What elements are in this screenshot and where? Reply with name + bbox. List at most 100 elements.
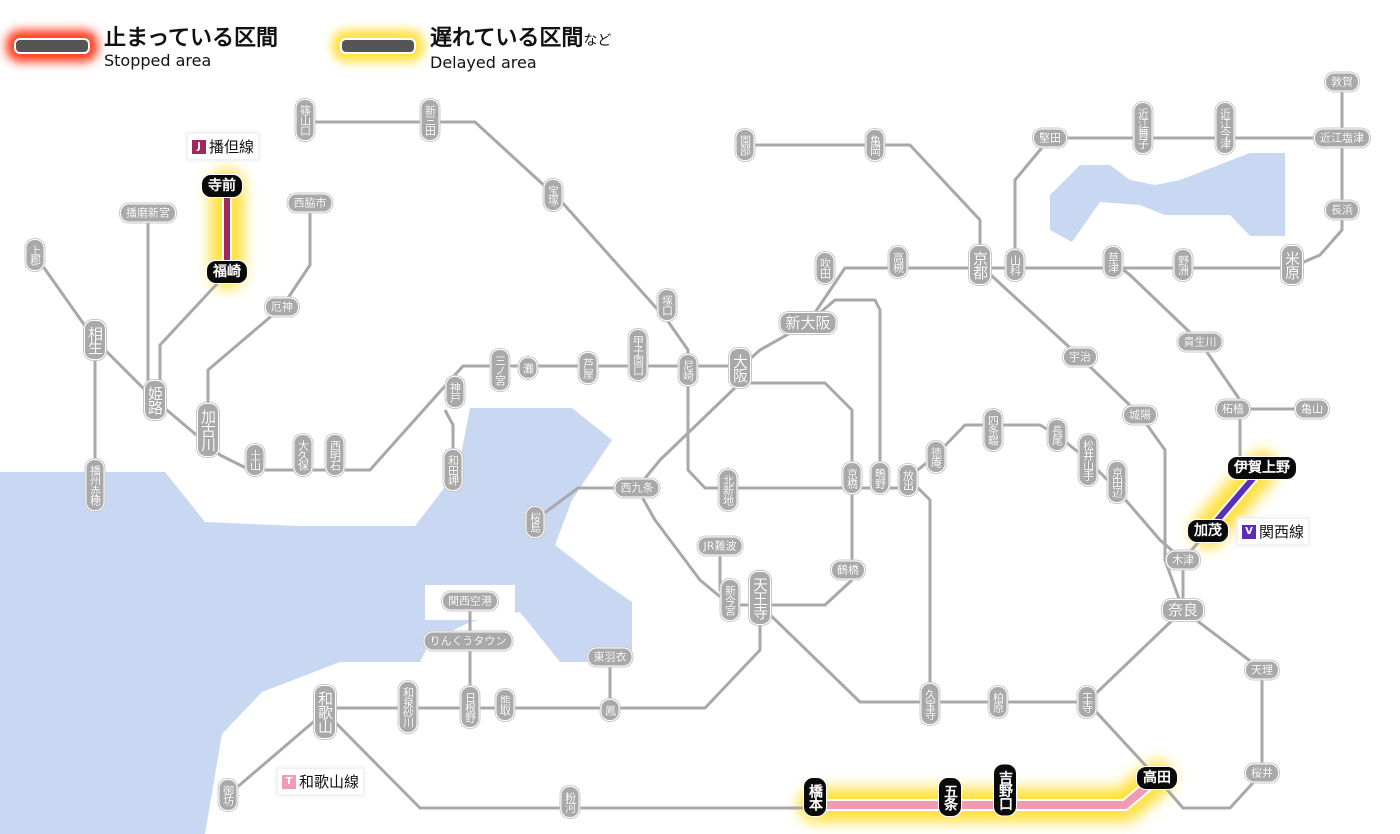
line-tag-bantan[interactable]: J 播但線 <box>188 134 259 159</box>
station-kashiwara[interactable]: 柏原 <box>988 686 1008 718</box>
station-omishiotsu[interactable]: 近江塩津 <box>1314 128 1370 148</box>
station-harimashingu[interactable]: 播磨新宮 <box>120 203 176 223</box>
station-otori[interactable]: 鳳 <box>600 699 620 721</box>
station-yoshinoguchi[interactable]: 吉野口 <box>993 763 1017 817</box>
station-takarazuka[interactable]: 宝塚 <box>543 179 563 211</box>
station-kizu[interactable]: 木津 <box>1166 550 1200 570</box>
station-kameoka[interactable]: 亀岡 <box>865 129 885 161</box>
station-katata[interactable]: 堅田 <box>1033 128 1067 148</box>
station-tsuge[interactable]: 柘植 <box>1216 399 1250 419</box>
station-gojo[interactable]: 五条 <box>938 777 962 817</box>
station-wadamisaki[interactable]: 和田岬 <box>443 449 463 491</box>
station-shigino[interactable]: 鴫野 <box>870 462 890 494</box>
station-yasu[interactable]: 野洲 <box>1173 249 1193 281</box>
station-uji[interactable]: 宇治 <box>1063 347 1097 367</box>
station-jrnamba[interactable]: JR難波 <box>697 536 743 556</box>
station-tokuan[interactable]: 徳庵 <box>926 441 946 473</box>
line-name: 和歌山線 <box>299 773 360 791</box>
station-sonobe[interactable]: 園部 <box>735 129 755 161</box>
station-nara[interactable]: 奈良 <box>1161 599 1205 621</box>
station-sasayamaguchi[interactable]: 篠山口 <box>295 99 315 141</box>
station-kyobashi[interactable]: 京橋 <box>842 462 862 494</box>
station-shijonawate[interactable]: 四条畷 <box>983 409 1003 451</box>
station-izumisunagawa[interactable]: 和泉砂川 <box>398 681 418 733</box>
station-kibukawa[interactable]: 貴生川 <box>1177 332 1223 352</box>
station-aioi[interactable]: 相生 <box>84 320 106 360</box>
station-banshuako[interactable]: 播州赤穂 <box>85 459 105 511</box>
station-nagahama[interactable]: 長浜 <box>1325 200 1359 220</box>
station-sakurai[interactable]: 桜井 <box>1245 763 1279 783</box>
line-badge: J <box>192 139 206 154</box>
station-joyo[interactable]: 城陽 <box>1123 405 1157 425</box>
station-nagao[interactable]: 長尾 <box>1047 419 1067 451</box>
line-tag-wakayama[interactable]: T 和歌山線 <box>278 769 364 794</box>
station-matsuiyamate[interactable]: 松井山手 <box>1078 434 1098 486</box>
station-tenri[interactable]: 天理 <box>1245 660 1279 680</box>
station-higashihagoromo[interactable]: 東羽衣 <box>587 647 633 667</box>
station-gobo[interactable]: 御坊 <box>218 779 238 811</box>
station-kusatsu[interactable]: 草津 <box>1103 246 1123 278</box>
station-takada[interactable]: 高田 <box>1136 766 1178 790</box>
station-kyotanabe[interactable]: 京田辺 <box>1107 461 1127 503</box>
station-kamigori[interactable]: 上郡 <box>25 239 45 271</box>
station-hashimoto[interactable]: 橋本 <box>803 777 827 817</box>
station-fukusaki[interactable]: 福崎 <box>206 260 248 284</box>
station-takatsuki[interactable]: 高槻 <box>888 246 908 278</box>
station-shinimamiya[interactable]: 新今宮 <box>720 579 740 621</box>
station-tsuruhashi[interactable]: 鶴橋 <box>831 560 865 580</box>
stopped-label-en: Stopped area <box>104 51 212 70</box>
delayed-label-jp: 遅れている区間 <box>430 26 584 51</box>
station-kyoto[interactable]: 京都 <box>969 245 991 285</box>
station-shinosaka[interactable]: 新大阪 <box>779 312 837 334</box>
station-amagasaki[interactable]: 尼崎 <box>678 354 698 386</box>
station-teramae[interactable]: 寺前 <box>201 174 243 198</box>
lake-biwa <box>1050 153 1285 242</box>
station-tsuruga[interactable]: 敦賀 <box>1325 72 1359 92</box>
station-nishikujo[interactable]: 西九条 <box>614 478 660 498</box>
station-kamo[interactable]: 加茂 <box>1187 519 1229 543</box>
station-kumatori[interactable]: 熊取 <box>495 689 515 721</box>
delayed-label-en: Delayed area <box>430 53 537 72</box>
line-badge: V <box>1242 524 1256 539</box>
station-kobe[interactable]: 神戸 <box>445 376 465 408</box>
station-rinkutown[interactable]: りんくうタウン <box>423 631 513 651</box>
delayed-label-suffix: など <box>583 33 612 49</box>
station-sannomiya[interactable]: 三ノ宮 <box>490 349 510 391</box>
station-yakujin[interactable]: 厄神 <box>265 297 299 317</box>
station-igaueno[interactable]: 伊賀上野 <box>1227 456 1297 480</box>
station-kyuhoji[interactable]: 久宝寺 <box>920 683 940 725</box>
station-kameyama[interactable]: 亀山 <box>1295 399 1329 419</box>
station-koshienguchi[interactable]: 甲子園口 <box>628 329 648 381</box>
station-omimaiko[interactable]: 近江舞子 <box>1133 102 1153 154</box>
station-omiimazu[interactable]: 近江今津 <box>1215 102 1235 154</box>
station-hineno[interactable]: 日根野 <box>460 686 480 728</box>
station-kakogawa[interactable]: 加古川 <box>197 403 219 457</box>
station-tsuchiyama[interactable]: 土山 <box>245 444 265 476</box>
station-sakurajima[interactable]: 桜島 <box>525 506 545 538</box>
station-nada[interactable]: 灘 <box>518 357 538 379</box>
legend-stopped: 止まっている区間 Stopped area <box>14 26 278 70</box>
station-oji[interactable]: 王寺 <box>1077 686 1097 718</box>
station-kansaiairport[interactable]: 関西空港 <box>442 591 498 611</box>
station-hanaten[interactable]: 放出 <box>898 464 918 496</box>
station-ashiya[interactable]: 芦屋 <box>578 352 598 384</box>
station-suita[interactable]: 吹田 <box>815 252 835 284</box>
station-shinsanda[interactable]: 新三田 <box>420 99 440 141</box>
osaka-bay <box>0 408 632 834</box>
station-himeji[interactable]: 姫路 <box>144 380 166 420</box>
station-okubo[interactable]: 大久保 <box>293 434 313 476</box>
station-kokawa[interactable]: 粉河 <box>560 786 580 818</box>
line-name: 播但線 <box>209 138 255 156</box>
line-tag-kansai[interactable]: V 関西線 <box>1238 519 1309 544</box>
station-yamashina[interactable]: 山科 <box>1005 249 1025 281</box>
line-name: 関西線 <box>1259 523 1305 541</box>
station-kitashinchi[interactable]: 北新地 <box>718 469 738 511</box>
station-tennoji[interactable]: 天王寺 <box>749 571 771 625</box>
station-osaka[interactable]: 大阪 <box>729 348 751 388</box>
line-badge: T <box>282 774 296 789</box>
station-nishiakashi[interactable]: 西明石 <box>325 434 345 476</box>
station-tsukaguchi[interactable]: 塚口 <box>657 289 677 321</box>
station-maibara[interactable]: 米原 <box>1281 245 1303 285</box>
station-wakayama[interactable]: 和歌山 <box>314 685 336 739</box>
station-nishiwakishi[interactable]: 西脇市 <box>287 193 333 213</box>
